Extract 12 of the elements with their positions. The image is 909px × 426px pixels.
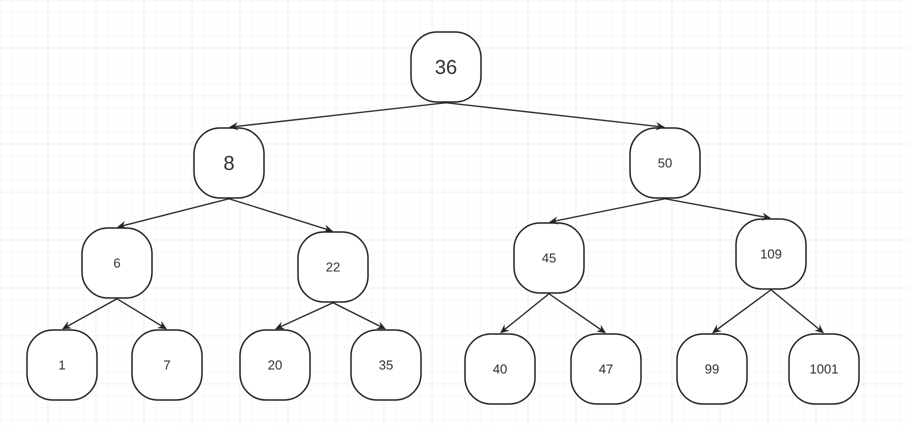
- tree-node: 36: [410, 31, 482, 103]
- tree-node: 99: [676, 333, 748, 405]
- tree-node: 20: [239, 329, 311, 401]
- tree-node: 1: [26, 329, 98, 401]
- tree-node: 50: [629, 127, 701, 199]
- tree-node: 7: [131, 329, 203, 401]
- tree-node: 6: [81, 227, 153, 299]
- tree-node: 40: [464, 333, 536, 405]
- tree-node: 35: [350, 329, 422, 401]
- tree-node: 22: [297, 231, 369, 303]
- tree-node: 47: [570, 333, 642, 405]
- tree-node: 1001: [788, 333, 860, 405]
